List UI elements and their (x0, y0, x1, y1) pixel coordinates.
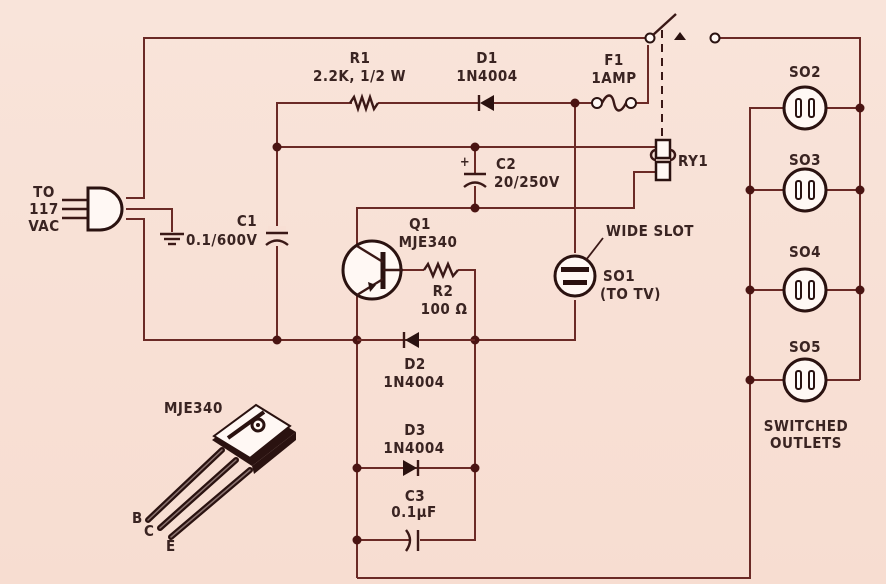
ground-icon (160, 232, 184, 246)
d1-value: 1N4004 (456, 67, 518, 85)
relay-switch-symbol (644, 13, 721, 140)
outlet-so3-symbol (782, 167, 828, 213)
plug-symbol (62, 186, 124, 232)
so1-note: (TO TV) (600, 285, 661, 303)
f1-value: 1AMP (591, 69, 637, 87)
wire-q1-collector (356, 171, 655, 250)
pin-label-b: B (132, 509, 143, 527)
junction-dot (570, 98, 580, 108)
wire-line-top (126, 37, 645, 199)
wire-neutral (126, 218, 576, 341)
so1-callout: WIDE SLOT (606, 222, 694, 240)
outlet-label-so3: SO3 (788, 151, 822, 169)
fuse-f1-symbol (591, 94, 637, 112)
switched-outlets-caption: SWITCHED OUTLETS (756, 418, 856, 452)
wire-return (357, 107, 785, 579)
c2-polarity: + (459, 155, 471, 170)
plug-label-line: 117 (29, 200, 59, 218)
junction-dot (855, 185, 865, 195)
resistor-r1-symbol (349, 93, 379, 113)
r2-value: 100 Ω (420, 300, 468, 318)
d2-value: 1N4004 (383, 373, 445, 391)
wire-c3-b (420, 468, 476, 541)
diode-d2-symbol (357, 332, 475, 348)
junction-dot (470, 203, 480, 213)
diode-d1-symbol (477, 95, 494, 111)
d1-ref: D1 (476, 49, 498, 67)
transistor-q1-symbol (341, 239, 403, 301)
relay-ry1-coil (649, 138, 677, 182)
outlet-so4-symbol (782, 267, 828, 313)
diode-d3-symbol (403, 460, 420, 476)
junction-dot (272, 142, 282, 152)
d2-ref: D2 (404, 355, 426, 373)
c1-ref: C1 (236, 212, 258, 230)
capacitor-c3-symbol (405, 529, 420, 552)
f1-ref: F1 (604, 51, 624, 69)
junction-dot (855, 103, 865, 113)
socket-so1-symbol (553, 237, 604, 298)
so1-ref: SO1 (603, 267, 636, 285)
r1-ref: R1 (349, 49, 371, 67)
junction-dot (855, 285, 865, 295)
resistor-r2-symbol (423, 260, 459, 280)
wire-r2-b (458, 269, 476, 468)
capacitor-c2-symbol (463, 172, 487, 188)
outlet-symbols (782, 85, 828, 403)
c1-value: 0.1/600V (186, 231, 258, 249)
package-title: MJE340 (164, 399, 223, 417)
junction-dot (470, 142, 480, 152)
junction-dots (272, 98, 865, 545)
d3-ref: D3 (404, 421, 426, 439)
plug-label-line: TO (33, 183, 55, 201)
junction-dot (352, 535, 362, 545)
capacitor-c1-symbol (265, 226, 289, 246)
r2-ref: R2 (432, 282, 454, 300)
junction-dot (352, 463, 362, 473)
outlet-label-so4: SO4 (788, 243, 822, 261)
outlet-so5-symbol (782, 357, 828, 403)
junction-dot (470, 463, 480, 473)
ry1-ref: RY1 (678, 152, 709, 170)
outlet-label-so5: SO5 (788, 338, 822, 356)
q1-ref: Q1 (409, 215, 431, 233)
c2-ref: C2 (496, 155, 517, 173)
plug-label: TO 117 VAC (24, 184, 64, 235)
junction-dot (745, 375, 755, 385)
c3-ref: C3 (404, 487, 426, 505)
mje340-package-illustration (145, 403, 296, 540)
caption-line: OUTLETS (770, 434, 842, 452)
r1-value: 2.2K, 1/2 W (313, 67, 406, 85)
caption-line: SWITCHED (763, 417, 849, 435)
wire-ground (126, 208, 173, 232)
wires (126, 37, 861, 579)
pin-label-c: C (144, 522, 155, 540)
junction-dot (745, 185, 755, 195)
outlet-label-so2: SO2 (788, 63, 822, 81)
c3-value: 0.1μF (391, 503, 437, 521)
pin-label-e: E (166, 537, 176, 555)
junction-dot (745, 285, 755, 295)
outlet-so2-symbol (782, 85, 828, 131)
wire-switched-top (720, 37, 861, 380)
wire-r1-d1 (276, 102, 352, 340)
wire-fuse-switch (636, 45, 649, 104)
d3-value: 1N4004 (383, 439, 445, 457)
c2-value: 20/250V (494, 173, 560, 191)
plug-label-line: VAC (28, 217, 60, 235)
q1-value: MJE340 (398, 233, 458, 251)
junction-dot (272, 335, 282, 345)
